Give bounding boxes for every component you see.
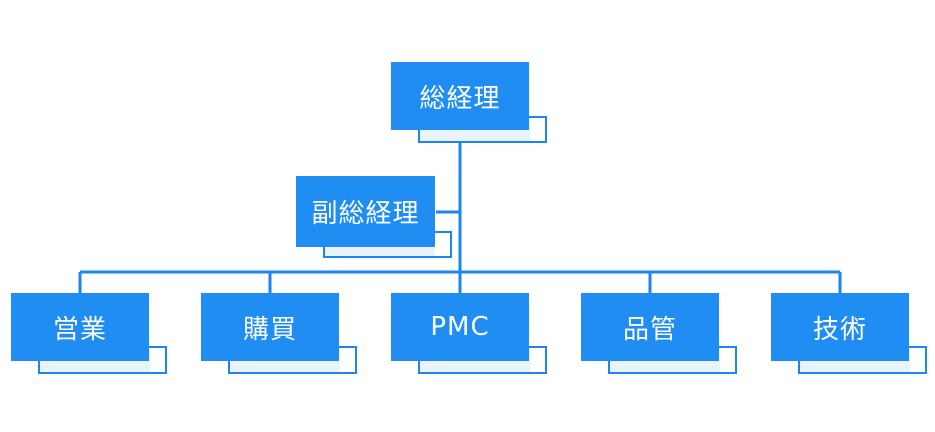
node-title: 営業 (11, 293, 149, 361)
node-dept-sales: 営業 (11, 293, 168, 375)
node-title: 総経理 (391, 62, 529, 130)
node-dept-pmc: PMC (391, 293, 548, 375)
node-title: 購買 (201, 293, 339, 361)
node-title: 品管 (581, 293, 719, 361)
node-title: 技術 (771, 293, 909, 361)
node-deputy-general-manager: 副総経理 (296, 176, 453, 258)
node-title: 副総経理 (296, 176, 435, 247)
node-dept-technology: 技術 (771, 293, 928, 375)
node-dept-purchasing: 購買 (201, 293, 358, 375)
node-general-manager: 総経理 (391, 62, 548, 144)
node-dept-quality: 品管 (581, 293, 738, 375)
node-title: PMC (391, 293, 529, 361)
